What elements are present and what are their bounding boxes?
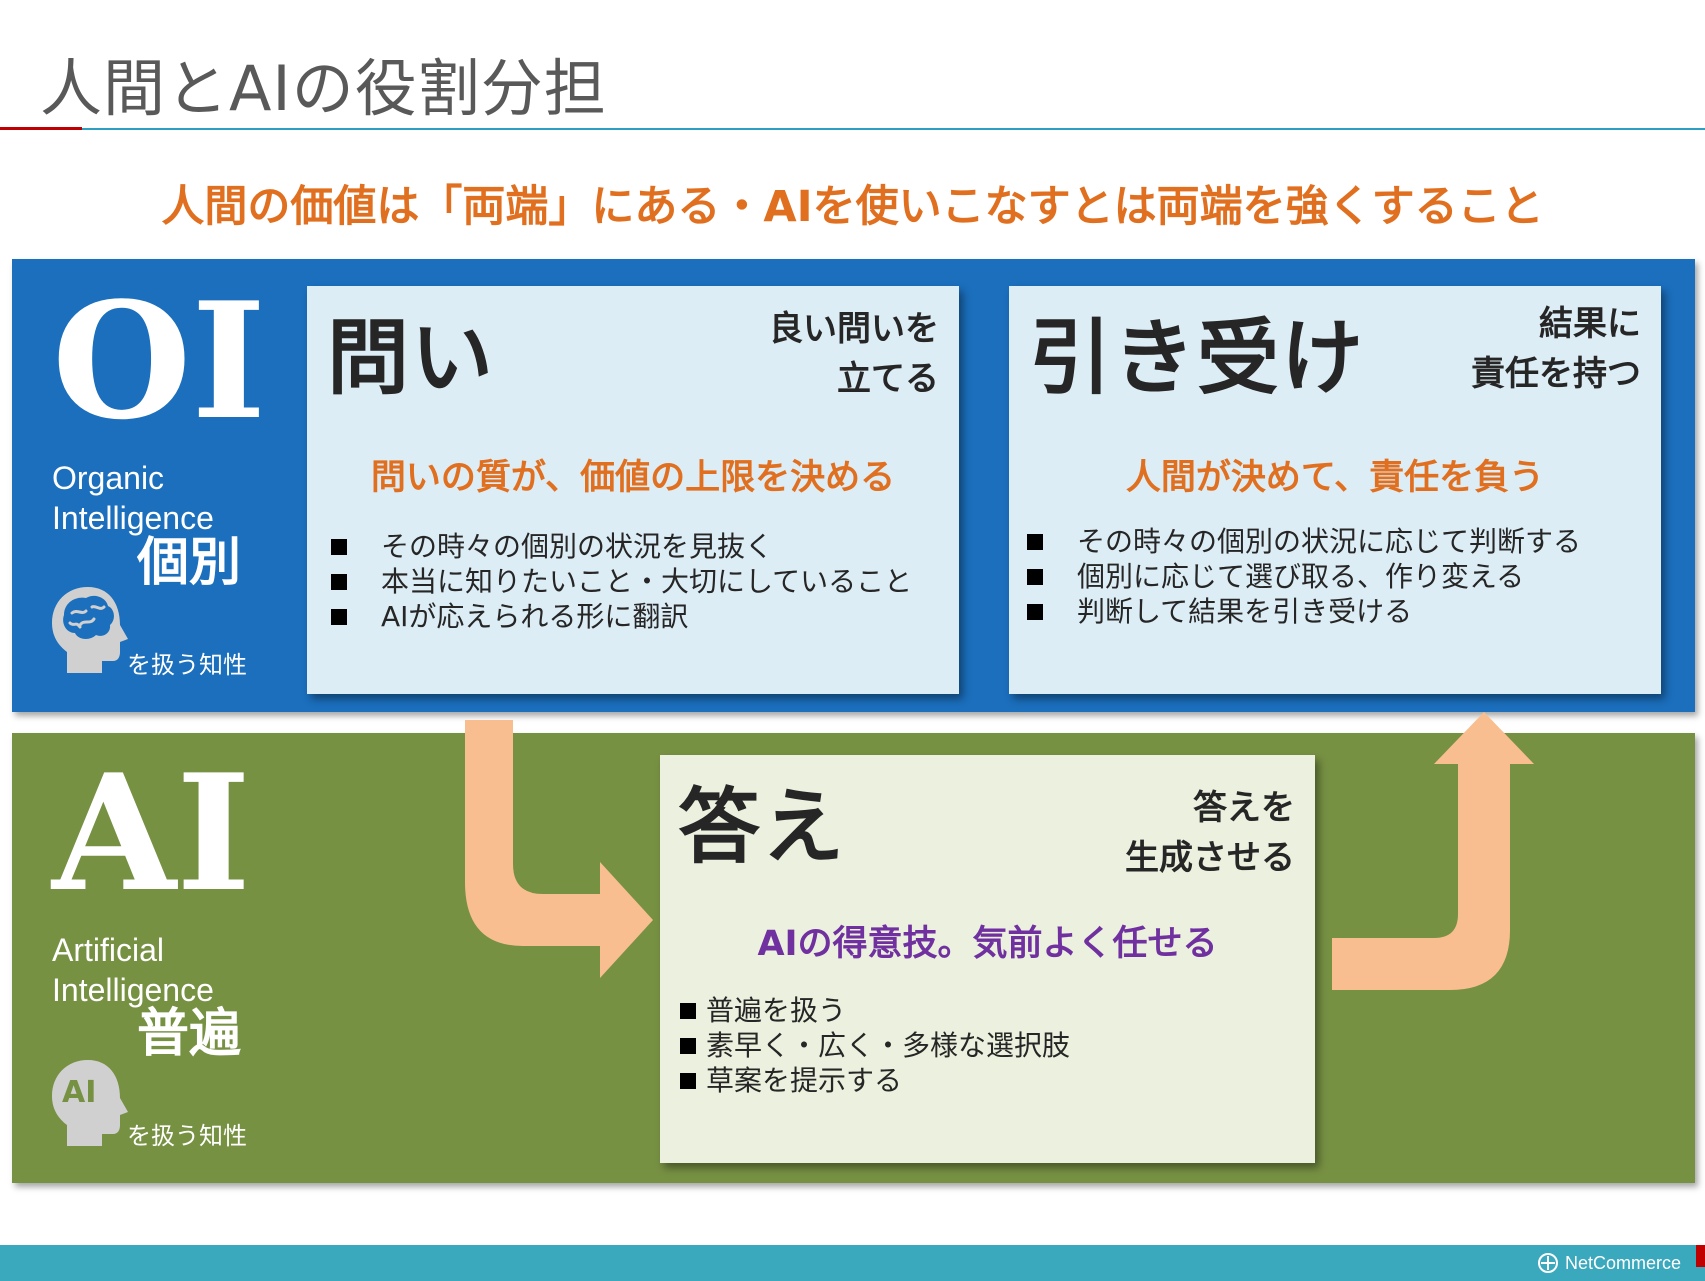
card-answer-side: 答えを 生成させる [1125,783,1295,883]
card-accept-tagline: 人間が決めて、責任を負う [1125,458,1545,498]
title-rule [82,128,1705,130]
list-item: AIが応えられる形に翻訳 [331,599,912,634]
netcommerce-logo-icon [1537,1253,1558,1273]
page-title: 人間とAIの役割分担 [40,52,607,125]
card-question: 問い 良い問いを 立てる 問いの質が、価値の上限を決める その時々の個別の状況を… [307,286,959,694]
ai-letters: AI [52,739,251,927]
footer-accent [1696,1245,1705,1267]
card-question-list: その時々の個別の状況を見抜く 本当に知りたいこと・大切にしていること AIが応え… [331,529,912,634]
footer-logo-text: NetCommerce [1564,1252,1681,1273]
bullet-square-icon [1027,534,1043,550]
oi-letters: OI [52,267,267,455]
card-question-tagline: 問いの質が、価値の上限を決める [370,458,896,498]
card-answer-tagline: AIの得意技。気前よく任せる [757,924,1218,964]
card-accept: 引き受け 結果に 責任を持つ 人間が決めて、責任を負う その時々の個別の状況に応… [1009,286,1661,694]
list-item: 個別に応じて選び取る、作り変える [1027,559,1581,594]
bullet-square-icon [680,1073,696,1089]
bullet-square-icon [680,1003,696,1019]
bullet-square-icon [1027,569,1043,585]
brain-head-icon [52,587,128,673]
ai-kind-word: 普遍 [137,1004,242,1064]
title-rule-accent [0,127,82,130]
card-question-side-line1: 良い問いを [769,309,939,349]
list-item: その時々の個別の状況に応じて判断する [1027,524,1581,559]
list-item: 素早く・広く・多様な選択肢 [680,1028,1070,1063]
footer-logo: NetCommerce [1537,1252,1681,1274]
bullet-square-icon [1027,604,1043,620]
card-question-title: 問い [327,311,496,406]
bullet-square-icon [331,539,347,555]
list-item: その時々の個別の状況を見抜く [331,529,912,564]
oi-kind-sub: を扱う知性 [127,651,247,679]
bullet-square-icon [680,1038,696,1054]
bullet-square-icon [331,609,347,625]
oi-english-line1: Organic [52,460,165,496]
card-accept-side: 結果に 責任を持つ [1471,299,1641,399]
arrow-answer-to-accept [1332,712,1534,990]
headline: 人間の価値は「両端」にある・AIを使いこなすとは両端を強くすること [161,182,1544,232]
footer-bar [0,1245,1705,1281]
card-accept-list: その時々の個別の状況に応じて判断する 個別に応じて選び取る、作り変える 判断して… [1027,524,1581,629]
list-item: 判断して結果を引き受ける [1027,594,1581,629]
card-answer: 答え 答えを 生成させる AIの得意技。気前よく任せる 普遍を扱う 素早く・広く… [660,755,1315,1163]
ai-english-line1: Artificial [52,932,165,968]
card-accept-side-line2: 責任を持つ [1471,354,1641,394]
card-question-side-line2: 立てる [837,359,939,399]
card-answer-side-line1: 答えを [1193,788,1295,828]
list-item: 普遍を扱う [680,993,1070,1028]
oi-kind-word: 個別 [137,533,242,593]
oi-english-line2: Intelligence [52,500,214,536]
ai-kind-sub: を扱う知性 [127,1122,247,1150]
card-answer-title: 答え [678,780,847,875]
card-question-side: 良い問いを 立てる [769,304,939,404]
card-accept-title: 引き受け [1029,311,1366,406]
arrow-question-to-answer [465,720,653,978]
list-item: 本当に知りたいこと・大切にしていること [331,564,912,599]
card-accept-side-line1: 結果に [1539,304,1641,344]
ai-head-icon-label: AI [62,1075,97,1110]
card-answer-list: 普遍を扱う 素早く・広く・多様な選択肢 草案を提示する [680,993,1070,1098]
ai-english-line2: Intelligence [52,972,214,1008]
bullet-square-icon [331,574,347,590]
list-item: 草案を提示する [680,1063,1070,1098]
ai-head-icon [52,1060,128,1146]
card-answer-side-line2: 生成させる [1125,838,1295,878]
